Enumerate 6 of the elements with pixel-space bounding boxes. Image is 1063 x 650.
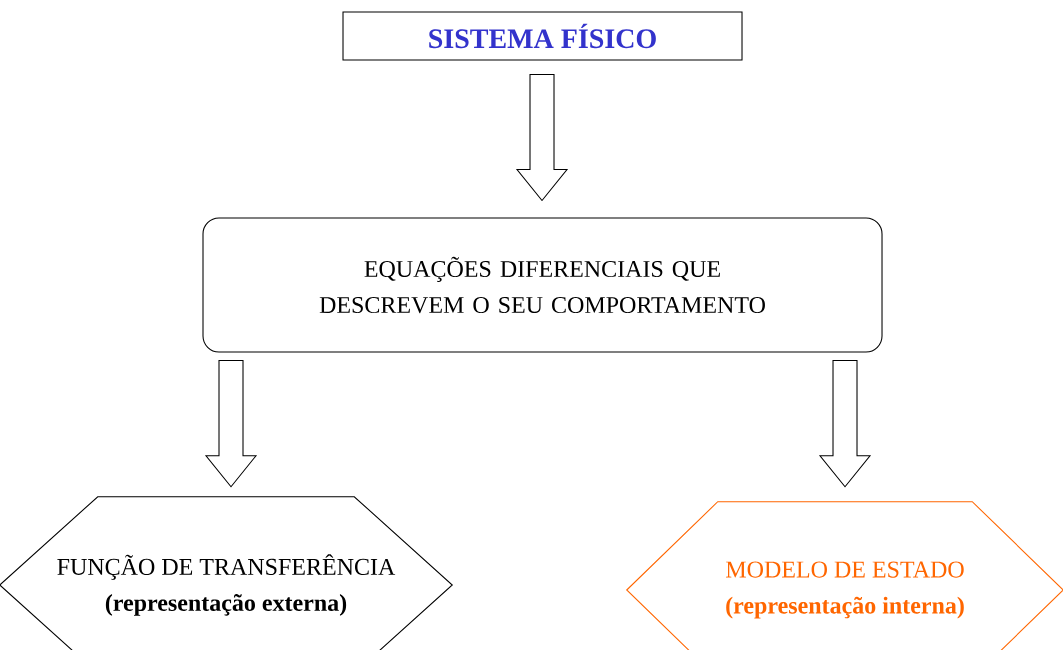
title-box: SISTEMA FÍSICO: [342, 11, 743, 61]
block-arrow: [818, 360, 872, 488]
block-arrow: [204, 360, 258, 488]
hexagon-node: FUNÇÃO DE TRANSFERÊNCIA (representação externa): [0, 496, 454, 650]
process-box: EQUAÇÕES DIFERENCIAIS QUE DESCREVEM O SEU COMPORTAMENTO: [202, 217, 883, 353]
block-arrow: [515, 74, 569, 202]
